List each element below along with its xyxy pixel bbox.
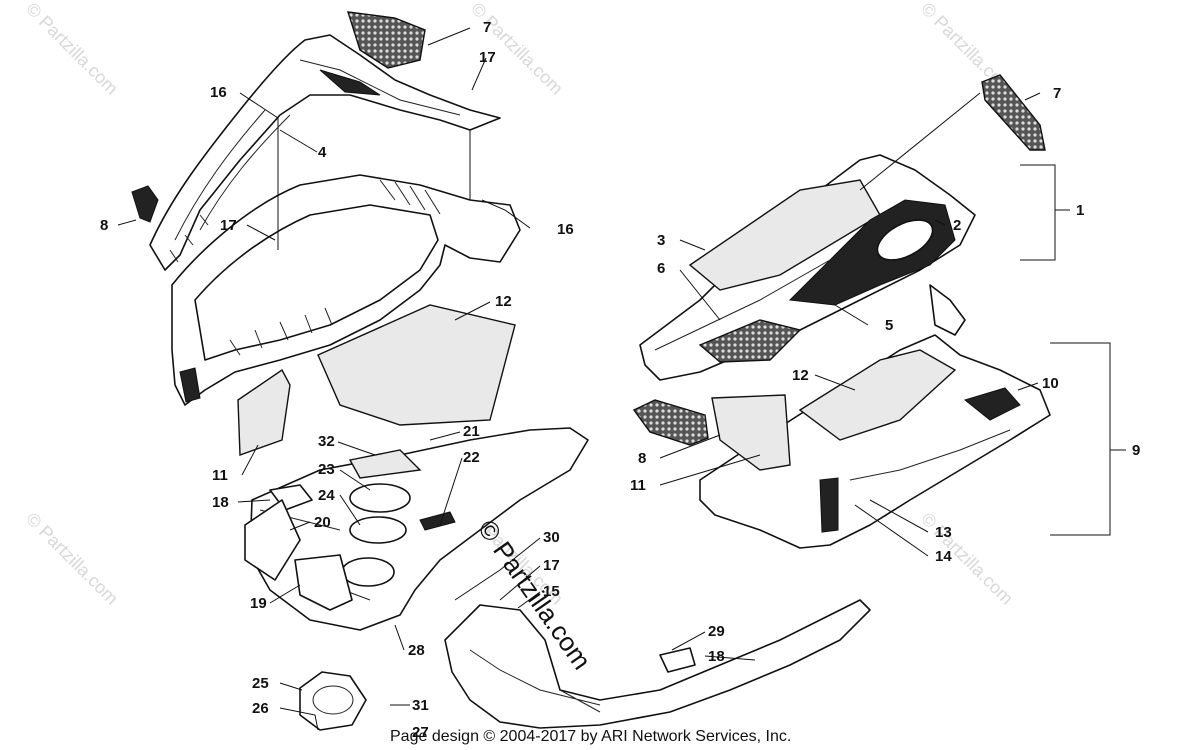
callout-5: 5 [885, 317, 893, 334]
callout-23: 23 [318, 461, 335, 478]
running-board-assembly [444, 599, 871, 729]
foam-pad-11-left [237, 368, 291, 456]
leader-lines [117, 27, 1041, 731]
copyright-footer: Page design © 2004-2017 by ARI Network S… [390, 728, 791, 745]
right-vent-grille [981, 74, 1046, 151]
callout-12-right: 12 [792, 367, 809, 384]
lower-grommet-bracket [299, 671, 367, 731]
callout-8-right: 8 [638, 450, 646, 467]
callout-17-mid: 17 [220, 217, 237, 234]
bracket-group-9 [1050, 342, 1126, 536]
callout-3: 3 [657, 232, 665, 249]
foam-pad-11-right [711, 394, 791, 471]
callout-9: 9 [1132, 442, 1140, 459]
callout-8-left: 8 [100, 217, 108, 234]
belly-pan-assembly [244, 427, 589, 631]
callout-4: 4 [318, 144, 327, 161]
bracket-group-1 [1020, 164, 1070, 261]
foam-pad-12-left [317, 304, 516, 426]
callout-11-right: 11 [630, 477, 646, 494]
callout-labels: 7 17 16 4 8 17 16 12 11 32 21 22 23 24 1… [100, 19, 1140, 741]
watermark-top-left: © Partzilla.com [22, 0, 122, 99]
callout-17-top: 17 [479, 49, 496, 66]
lower-grommet-hole [312, 685, 354, 715]
callout-28: 28 [408, 642, 425, 659]
callout-1: 1 [1076, 202, 1084, 219]
callout-26: 26 [252, 700, 269, 717]
callout-6: 6 [657, 260, 665, 277]
callout-15: 15 [543, 583, 560, 600]
callout-14: 14 [935, 548, 952, 565]
callout-7-right: 7 [1053, 85, 1061, 102]
left-side-vent [131, 185, 159, 223]
top-vent-grille [347, 11, 426, 69]
callout-18-lower: 18 [708, 648, 725, 665]
callout-29: 29 [708, 623, 725, 640]
callout-27: 27 [412, 724, 429, 741]
callout-11-left: 11 [212, 467, 228, 484]
callout-16-mid: 16 [557, 221, 574, 238]
hood-lower-frame [171, 174, 521, 406]
callout-7-top: 7 [483, 19, 491, 36]
callout-24: 24 [318, 487, 335, 504]
callout-12-left: 12 [495, 293, 512, 310]
callout-19: 19 [250, 595, 267, 612]
callout-30: 30 [543, 529, 560, 546]
callout-17-lower: 17 [543, 557, 560, 574]
callout-2: 2 [953, 217, 961, 234]
watermark-bottom-right: © Partzilla.com [917, 509, 1017, 609]
callout-10: 10 [1042, 375, 1059, 392]
right-hood-assembly [639, 154, 976, 381]
callout-22: 22 [463, 449, 480, 466]
callout-20: 20 [314, 514, 331, 531]
watermark-bottom-left: © Partzilla.com [22, 509, 122, 609]
callout-32: 32 [318, 433, 335, 450]
right-side-panel-assembly [699, 284, 1051, 549]
callout-31: 31 [412, 697, 429, 714]
callout-25: 25 [252, 675, 269, 692]
callout-16-top: 16 [210, 84, 227, 101]
callout-18-left: 18 [212, 494, 229, 511]
right-side-vent-mesh [632, 399, 709, 446]
callout-21: 21 [463, 423, 480, 440]
callout-13: 13 [935, 524, 952, 541]
